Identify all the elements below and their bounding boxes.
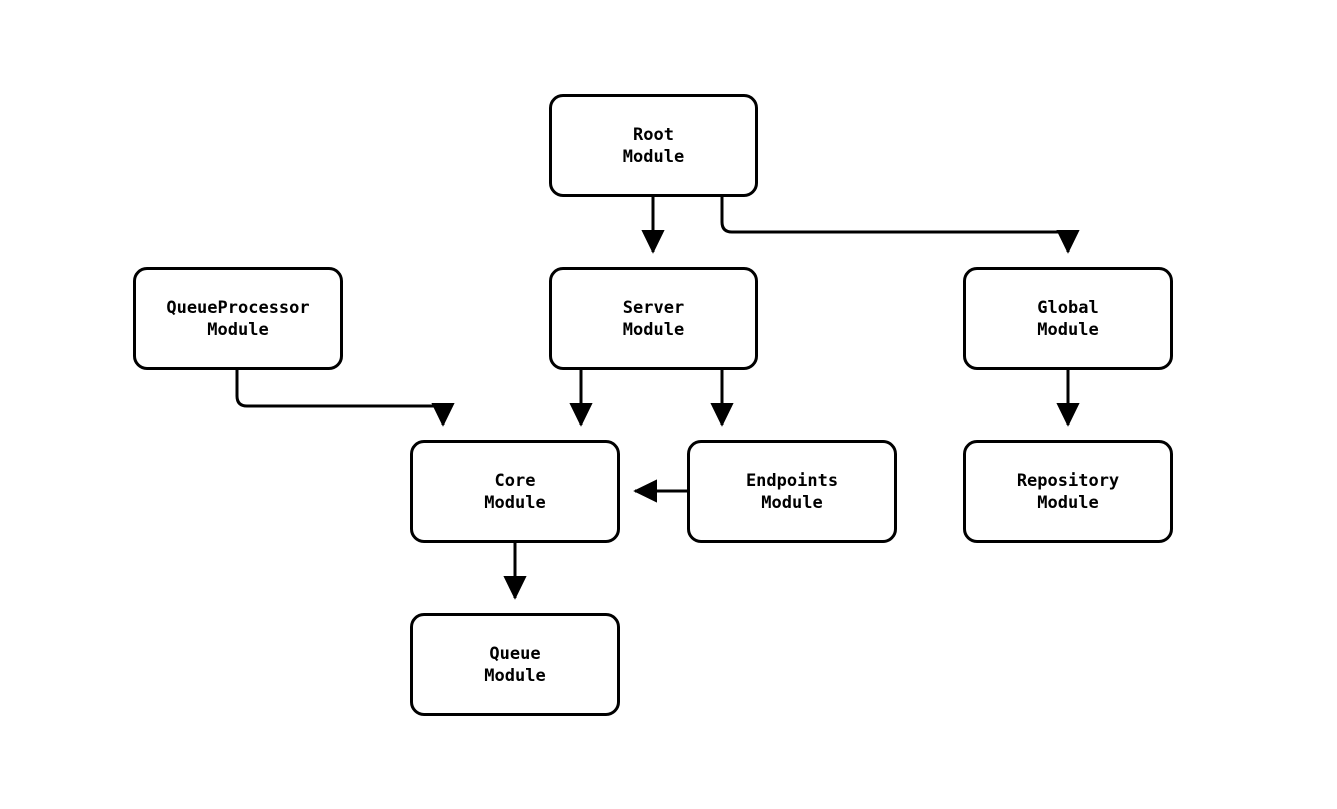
node-global-module-label: Global Module <box>1037 297 1099 340</box>
node-global-module[interactable]: Global Module <box>963 267 1173 370</box>
node-core-module-label: Core Module <box>484 470 546 513</box>
node-endpoints-module-label: Endpoints Module <box>745 470 839 513</box>
node-root-module-label: Root Module <box>622 124 685 167</box>
node-queue-module[interactable]: Queue Module <box>410 613 620 716</box>
edge-queueprocessor-to-core <box>235 370 455 427</box>
node-core-module[interactable]: Core Module <box>410 440 620 543</box>
node-queueprocessor-module-label: QueueProcessor Module <box>166 297 310 340</box>
node-endpoints-module[interactable]: Endpoints Module <box>687 440 897 543</box>
node-root-module[interactable]: Root Module <box>549 94 758 197</box>
node-server-module-label: Server Module <box>622 297 685 340</box>
edge-root-to-global <box>720 197 1080 254</box>
node-repository-module[interactable]: Repository Module <box>963 440 1173 543</box>
node-server-module[interactable]: Server Module <box>549 267 758 370</box>
node-queue-module-label: Queue Module <box>484 643 546 686</box>
node-repository-module-label: Repository Module <box>1016 470 1120 513</box>
node-queueprocessor-module[interactable]: QueueProcessor Module <box>133 267 343 370</box>
